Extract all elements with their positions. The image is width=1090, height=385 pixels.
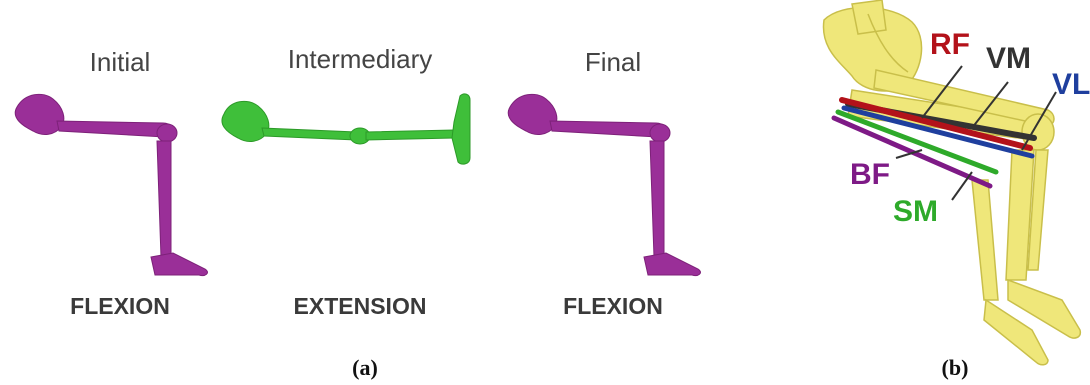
knee-shape xyxy=(650,124,670,142)
femur-shape xyxy=(57,121,174,137)
muscle-label-rf: RF xyxy=(930,30,970,60)
pelvis-shape xyxy=(222,101,269,141)
muscle-label-vl: VL xyxy=(1052,70,1090,100)
muscle-label-vm: VM xyxy=(986,44,1031,74)
muscle-label-bf: BF xyxy=(850,160,890,190)
pelvis-shape xyxy=(508,94,557,134)
muscle-label-sm: SM xyxy=(893,197,938,227)
foot-shape xyxy=(151,253,207,276)
tibia-far-shape xyxy=(972,180,998,300)
knee-shape xyxy=(157,124,177,142)
foot-shape xyxy=(644,253,700,276)
phase-initial-title: Initial xyxy=(60,47,180,78)
phase-intermediary-state: EXTENSION xyxy=(270,293,450,320)
phase-intermediary-title: Intermediary xyxy=(255,44,465,75)
phase-final-title: Final xyxy=(553,47,673,78)
femur-shape xyxy=(550,121,667,137)
tibia-shape xyxy=(157,141,171,257)
leg-flexion-final xyxy=(498,85,728,285)
leg-flexion-initial xyxy=(5,85,235,285)
panel-b-label: (b) xyxy=(930,355,980,381)
tibia-shape xyxy=(650,141,664,257)
foot-shape xyxy=(452,94,470,164)
panel-a-label: (a) xyxy=(340,355,390,381)
pelvis-shape xyxy=(15,94,64,134)
phase-initial-state: FLEXION xyxy=(45,293,195,320)
tibia-shape xyxy=(366,130,454,140)
femur-shape xyxy=(262,128,356,140)
phase-final-state: FLEXION xyxy=(538,293,688,320)
leg-extension xyxy=(218,92,488,172)
